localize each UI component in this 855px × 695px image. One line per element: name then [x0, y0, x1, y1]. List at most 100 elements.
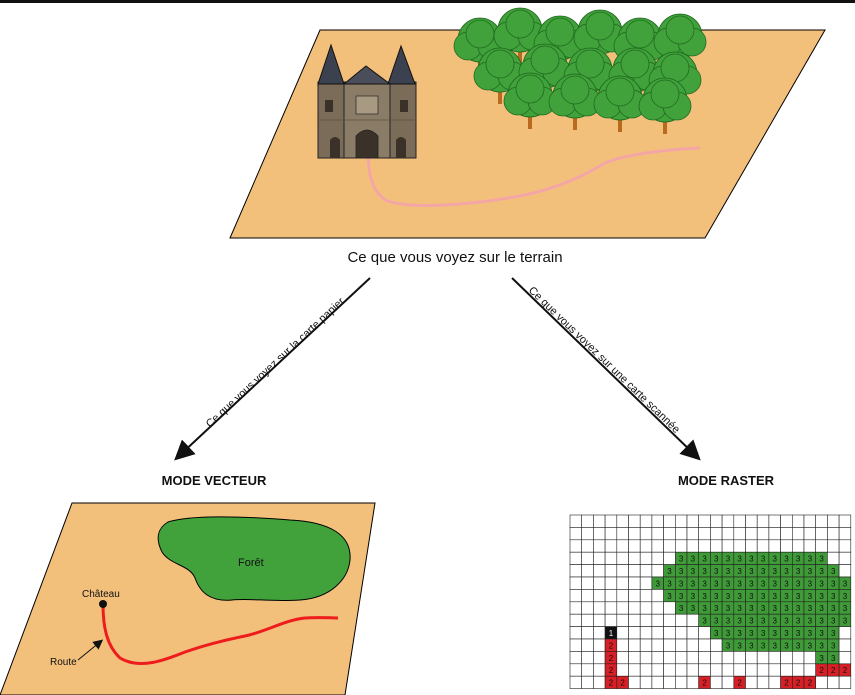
raster-cell — [663, 613, 676, 627]
raster-cell — [838, 514, 852, 528]
raster-cell — [698, 539, 711, 553]
raster-cell-code: 3 — [737, 641, 742, 650]
raster-cell — [639, 539, 653, 553]
raster-cell — [628, 551, 641, 565]
raster-cell-code: 3 — [714, 604, 719, 613]
raster-cell — [768, 514, 781, 528]
raster-cell — [569, 626, 582, 640]
tree-crown — [515, 74, 545, 104]
raster-cell — [628, 539, 641, 553]
raster-cell — [698, 638, 711, 652]
raster-cell — [780, 527, 793, 541]
raster-cell-code: 3 — [761, 617, 766, 626]
right-arrow-group: Ce que vous voyez sur une carte scannée — [511, 277, 701, 461]
raster-cell-code: 3 — [831, 567, 836, 576]
raster-cell-code: 3 — [691, 555, 696, 564]
raster-cell — [593, 514, 606, 528]
raster-cell-code: 2 — [843, 666, 848, 675]
vector-panel: MODE VECTEUR Forêt Château Route — [0, 473, 376, 695]
raster-cell — [616, 527, 629, 541]
raster-cell-code: 3 — [819, 555, 824, 564]
raster-cell — [733, 514, 746, 528]
raster-cell-code: 3 — [679, 592, 684, 601]
raster-cell — [721, 651, 735, 665]
raster-cell-code: 3 — [784, 617, 789, 626]
raster-cell — [663, 551, 676, 565]
raster-cell — [639, 651, 653, 665]
arrow-left-label: Ce que vous voyez sur la carte papier — [204, 295, 347, 430]
raster-cell-code: 3 — [819, 641, 824, 650]
raster-cell — [756, 663, 770, 677]
tree-trunk — [528, 107, 532, 129]
raster-cell-code: 3 — [737, 604, 742, 613]
raster-cell — [604, 576, 618, 590]
raster-cell — [581, 564, 594, 578]
raster-cell — [639, 663, 653, 677]
raster-cell — [674, 663, 688, 677]
raster-cell — [674, 638, 688, 652]
raster-cell-code: 3 — [773, 579, 778, 588]
terrain-caption: Ce que vous voyez sur le terrain — [347, 249, 562, 266]
raster-cell — [674, 651, 688, 665]
raster-cell-code: 3 — [784, 641, 789, 650]
raster-cell-code: 3 — [831, 654, 836, 663]
raster-cell — [827, 551, 840, 565]
raster-cell-code: 3 — [773, 604, 778, 613]
raster-cell-code: 2 — [609, 641, 614, 650]
tree-crown — [560, 75, 590, 105]
raster-cell — [628, 675, 641, 689]
raster-cell — [651, 613, 664, 627]
raster-cell — [616, 576, 629, 590]
raster-cell — [569, 651, 582, 665]
raster-cell-code: 3 — [784, 604, 789, 613]
raster-cell — [756, 514, 770, 528]
raster-cell-code: 3 — [679, 604, 684, 613]
raster-cell-code: 3 — [773, 641, 778, 650]
raster-cell-code: 3 — [726, 641, 731, 650]
raster-cell — [780, 663, 793, 677]
raster-cell-code: 3 — [737, 592, 742, 601]
raster-cell — [569, 589, 582, 603]
raster-cell — [616, 626, 629, 640]
raster-cell — [628, 651, 641, 665]
raster-cell-code: 3 — [761, 592, 766, 601]
raster-cell-code: 2 — [609, 679, 614, 688]
tree-crown — [575, 49, 605, 79]
raster-cell — [593, 576, 606, 590]
raster-cell-code: 3 — [667, 579, 672, 588]
raster-cell — [756, 675, 770, 689]
arrow-right — [511, 277, 701, 461]
raster-cell — [686, 663, 699, 677]
raster-cell-code: 3 — [796, 604, 801, 613]
tree-trunk — [663, 112, 667, 134]
raster-cell-code: 3 — [714, 579, 719, 588]
raster-cell — [593, 626, 606, 640]
raster-cell-code: 3 — [726, 567, 731, 576]
raster-cell — [593, 613, 606, 627]
raster-cell-code: 3 — [726, 579, 731, 588]
terrain-illustration: Ce que vous voyez sur le terrain — [229, 7, 826, 266]
raster-cell — [803, 539, 816, 553]
raster-cell-code: 3 — [702, 604, 707, 613]
raster-cell-code: 3 — [714, 555, 719, 564]
raster-cell — [593, 651, 606, 665]
raster-cell-code: 3 — [773, 629, 778, 638]
raster-cell — [616, 564, 629, 578]
raster-cell — [569, 564, 582, 578]
raster-cell — [815, 539, 828, 553]
raster-cell — [639, 589, 653, 603]
raster-cell-code: 3 — [761, 567, 766, 576]
raster-cell — [581, 613, 594, 627]
raster-cell — [663, 638, 676, 652]
raster-cell — [686, 514, 699, 528]
tree-crown — [505, 9, 535, 39]
raster-cell — [686, 638, 699, 652]
tree-crown — [625, 19, 655, 49]
raster-cell — [581, 675, 594, 689]
raster-cell — [651, 651, 664, 665]
raster-cell-code: 3 — [831, 592, 836, 601]
raster-cell-code: 3 — [784, 579, 789, 588]
raster-cell — [745, 514, 758, 528]
raster-cell — [569, 551, 582, 565]
raster-cell-code: 3 — [702, 555, 707, 564]
